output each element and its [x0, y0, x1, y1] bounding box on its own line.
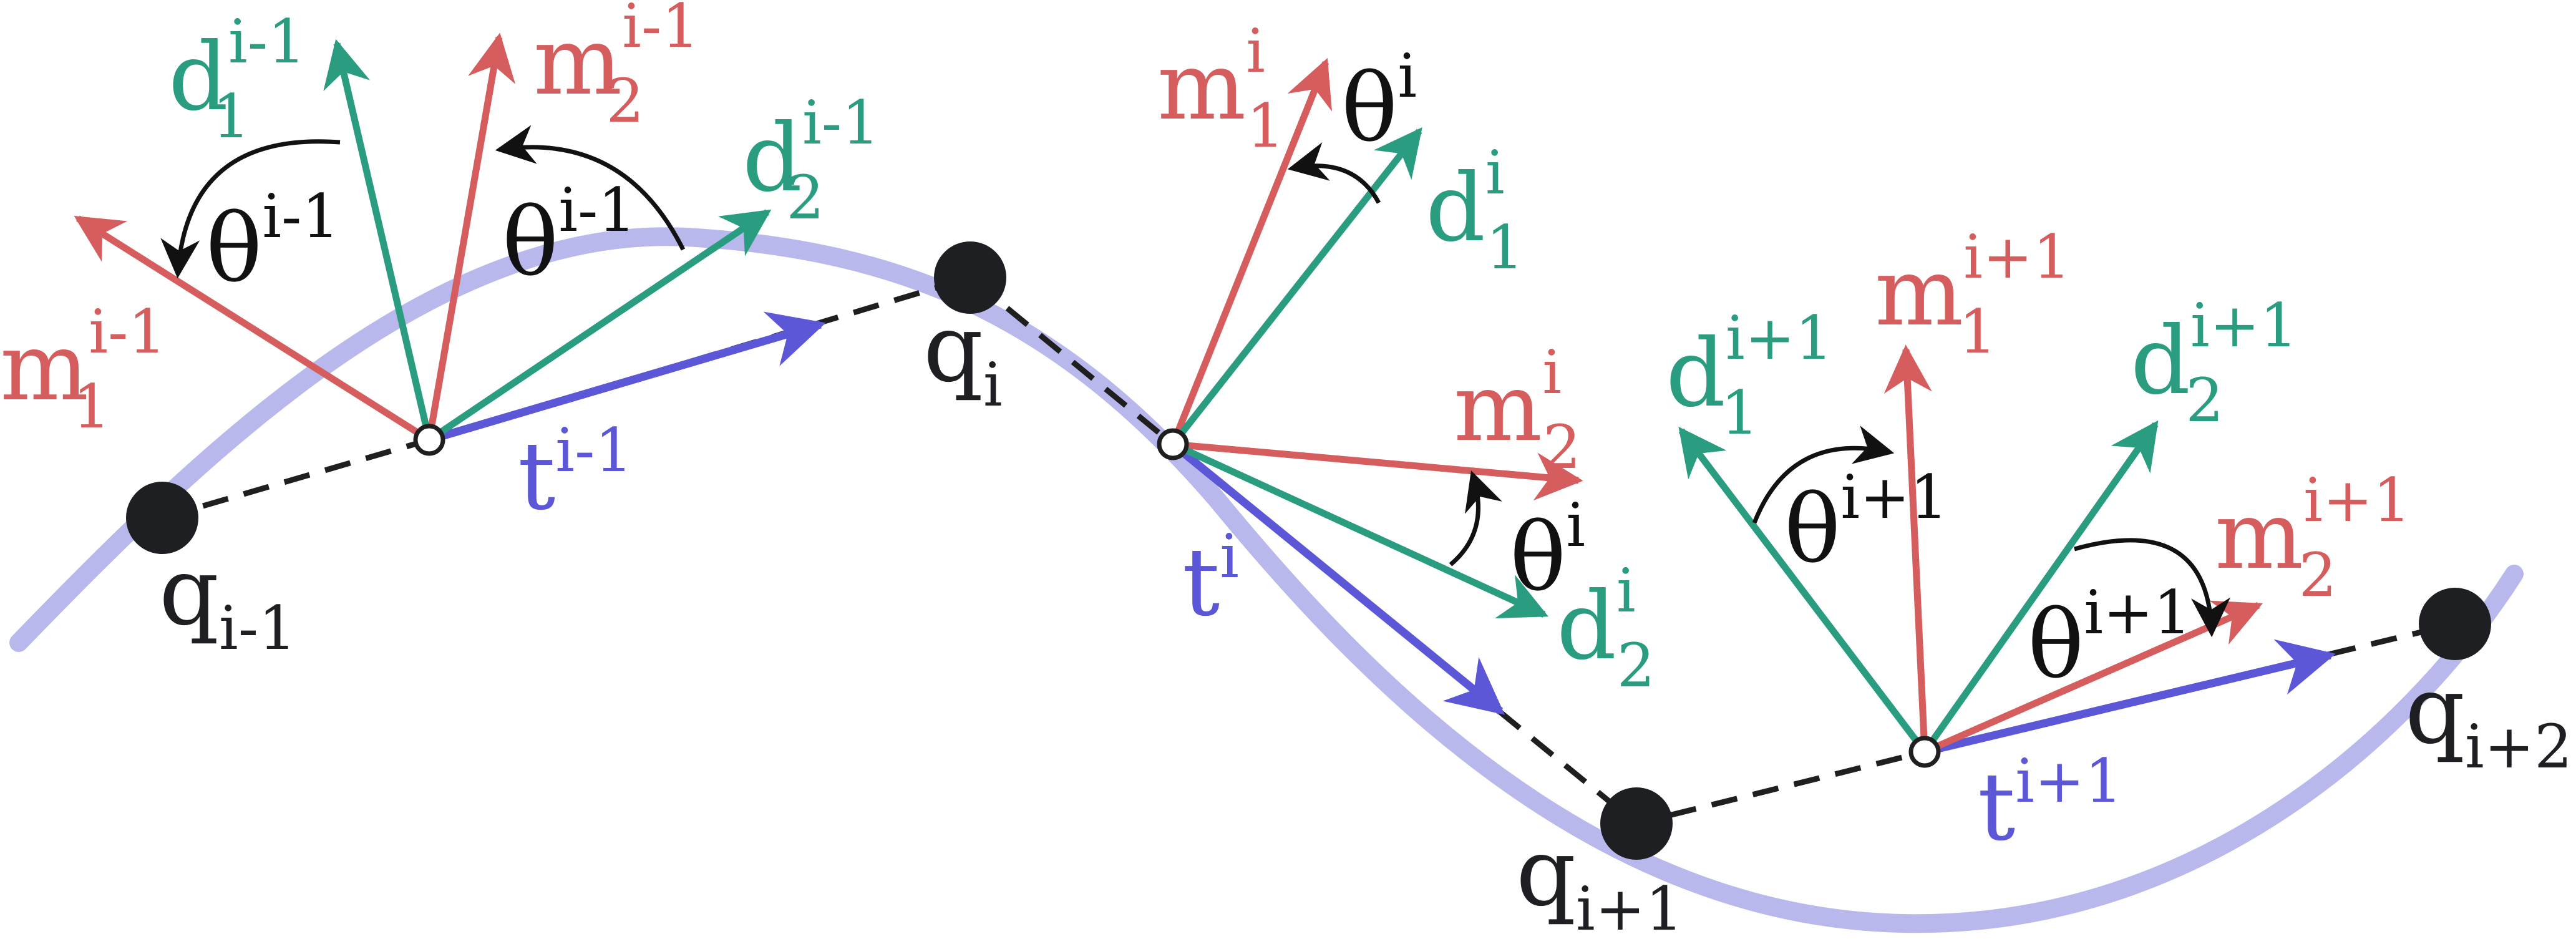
node-q-im1: [126, 482, 198, 554]
d1-arrow-im1: [323, 39, 433, 441]
label-theta-im1-a: θi-1: [206, 182, 340, 303]
m1-arrow-ip1: [1883, 344, 1932, 752]
tangent-arrow-im1: [428, 311, 826, 444]
d2-arrow-i: [1171, 441, 1548, 619]
label-theta-im1-b: θi-1: [502, 175, 636, 297]
theta-arc-ip1-left: [1752, 426, 1895, 524]
label-theta-ip1-a: θi+1: [1784, 462, 1948, 584]
m1-arrow-i: [1169, 57, 1332, 446]
label-theta-i-b: θi: [1510, 490, 1585, 612]
label-theta-i-a: θi: [1341, 41, 1417, 163]
node-q-ip1: [1600, 787, 1673, 860]
theta-arc-i-top: [1287, 142, 1381, 204]
node-q-ip2: [2419, 588, 2491, 660]
tangent-arrow-ip1: [1923, 639, 2336, 756]
tangent-arrow-i: [1170, 440, 1505, 715]
d2-arrow-ip1: [1922, 420, 2159, 754]
node-q-i: [934, 241, 1006, 314]
centerline-curve: [9, 227, 2524, 933]
theta-arc-i-bottom: [1449, 470, 1502, 567]
d1-arrow-ip1: [1678, 426, 1928, 754]
m1-arrow-im1: [74, 215, 431, 443]
label-q-ip1: qi+1: [1516, 819, 1683, 939]
label-q-im1: qi-1: [159, 538, 296, 663]
theta-arc-ip1-right: [2074, 538, 2231, 638]
m2-arrow-im1: [425, 32, 516, 440]
edge-midpoint-i: [1157, 428, 1189, 460]
theta-arc-im1-right: [495, 125, 686, 251]
label-q-i: qi: [923, 294, 1003, 420]
label-theta-ip1-b: θi+1: [2028, 578, 2192, 699]
m2-arrow-i: [1172, 440, 1583, 501]
label-t-im1: ti-1: [518, 416, 633, 531]
label-q-ip2: qi+2: [2405, 656, 2572, 782]
edge-midpoint-im1: [413, 424, 445, 456]
edge-midpoint-ip1: [1908, 736, 1941, 768]
label-t-ip1: ti+1: [1978, 746, 2123, 862]
d2-arrow-im1: [427, 209, 772, 443]
label-t-i: ti: [1182, 522, 1239, 637]
theta-arc-im1-left: [160, 139, 341, 279]
d1-arrow-i: [1170, 127, 1422, 447]
